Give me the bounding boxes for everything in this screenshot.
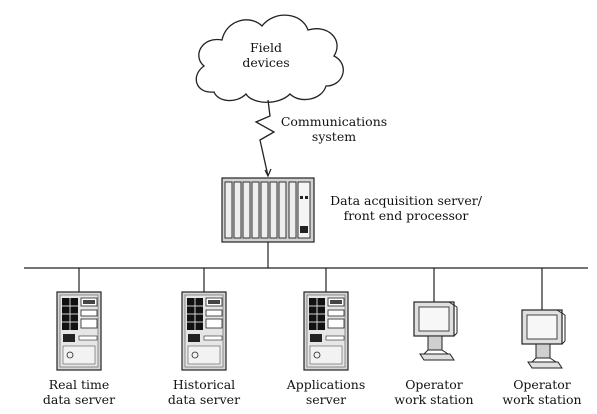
field-devices-label-line2: devices [242,55,290,70]
communications-label-line2: system [311,129,357,144]
fep-label-line2: front end processor [343,208,469,223]
communications-label-line1: Communications [280,114,388,129]
node-3-label-line1: Applications [286,377,366,392]
node-5-label-line2: work station [502,392,582,407]
node-1-label-line1: Real time [48,377,110,392]
communications-system-label: Communications system [281,114,387,144]
operator-workstation-2-icon [521,309,566,369]
operator-workstation-1-icon [413,301,458,361]
node-label-operator-workstation-1: Operator work station [394,377,473,407]
historical-data-server-icon [181,291,227,371]
node-2-label-line1: Historical [172,377,236,392]
front-end-processor-rack [221,177,315,243]
node-label-applications-server: Applications server [287,377,366,407]
front-end-processor-label: Data acquisition server/ front end proce… [330,193,482,223]
real-time-data-server-icon [56,291,102,371]
applications-server-icon [303,291,349,371]
fep-label-line1: Data acquisition server/ [330,193,482,208]
node-1-label-line2: data server [42,392,116,407]
node-label-real-time-data-server: Real time data server [43,377,115,407]
node-label-historical-data-server: Historical data server [168,377,240,407]
communications-link [254,99,276,177]
field-devices-label-line1: Field [249,40,283,55]
node-4-label-line2: work station [394,392,474,407]
node-3-label-line2: server [305,392,347,407]
node-5-label-line1: Operator [513,377,571,392]
field-devices-cloud [195,14,344,103]
node-4-label-line1: Operator [405,377,463,392]
node-label-operator-workstation-2: Operator work station [502,377,581,407]
field-devices-label: Field devices [242,40,289,70]
node-2-label-line2: data server [167,392,241,407]
